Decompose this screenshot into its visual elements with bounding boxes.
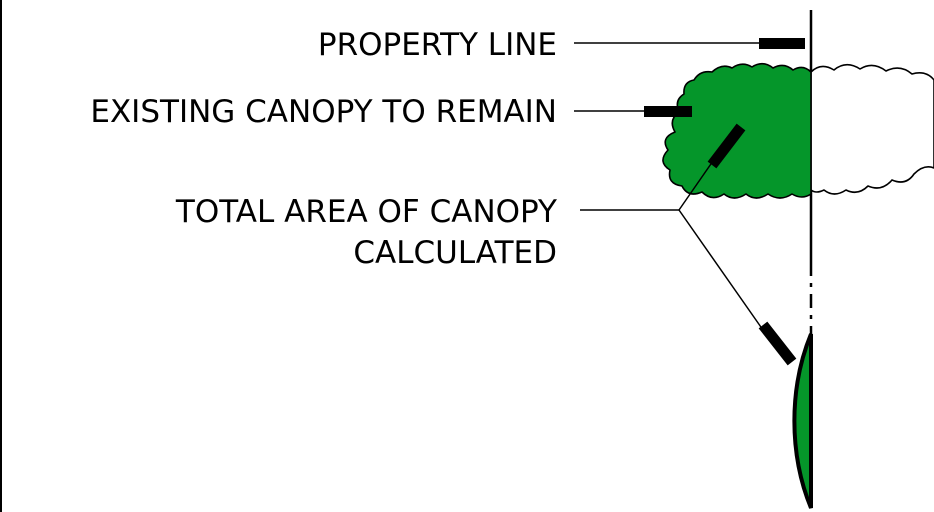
- leader-existing-canopy: [574, 106, 692, 117]
- label-existing-canopy: EXISTING CANOPY TO REMAIN: [90, 94, 557, 130]
- label-property-line: PROPERTY LINE: [318, 27, 557, 63]
- marker-half-circle: [758, 321, 797, 366]
- leader-property-line: [574, 38, 805, 49]
- leader-total-area: [580, 123, 797, 366]
- marker-canopy-top: [707, 123, 746, 169]
- label-total-area-line1: TOTAL AREA OF CANOPY: [175, 194, 557, 230]
- half-circle-canopy: [792, 333, 813, 509]
- label-total-area-line2: CALCULATED: [353, 235, 557, 271]
- offsite-canopy-cloud: [810, 63, 934, 195]
